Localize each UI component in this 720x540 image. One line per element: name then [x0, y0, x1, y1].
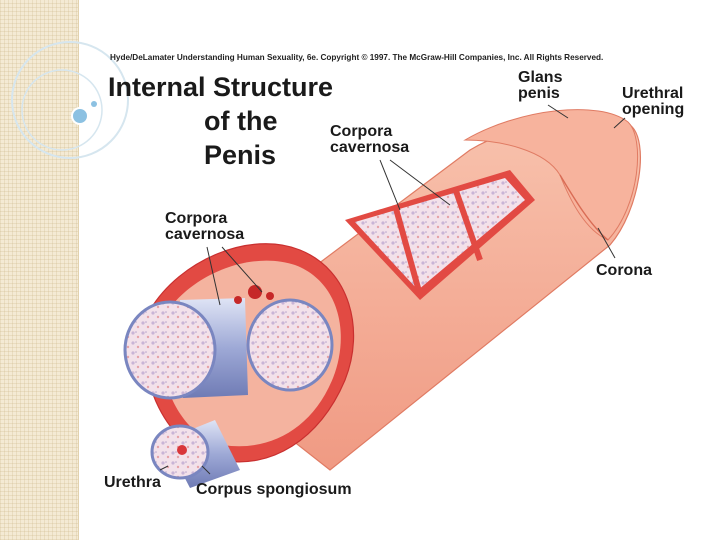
label-corpus-spongiosum: Corpus spongiosum [196, 481, 352, 498]
label-line: Glans [518, 69, 563, 86]
decorative-rings [11, 41, 129, 159]
label-glans-penis: Glans penis [518, 70, 562, 102]
title-line-2: of the [204, 106, 278, 136]
leader-lines [159, 104, 626, 475]
label-corpora-cavernosa-top: Corpora cavernosa [330, 124, 409, 156]
cross-section [123, 243, 355, 488]
label-line: opening [622, 101, 685, 118]
label-line: cavernosa [165, 226, 245, 243]
copyright-notice: Hyde/DeLamater Understanding Human Sexua… [110, 53, 604, 62]
label-line: Corpora [165, 210, 228, 227]
title-line-1: Internal Structure [108, 72, 334, 102]
label-corona: Corona [596, 262, 652, 279]
title-line-3: Penis [204, 140, 277, 170]
label-line: Corpora [330, 123, 393, 140]
label-line: penis [518, 85, 560, 102]
label-line: Urethral [622, 85, 684, 102]
label-line: cavernosa [330, 139, 410, 156]
label-urethra: Urethra [104, 474, 161, 491]
label-urethral-opening: Urethral opening [622, 86, 684, 118]
label-corpora-cavernosa-left: Corpora cavernosa [165, 211, 244, 243]
